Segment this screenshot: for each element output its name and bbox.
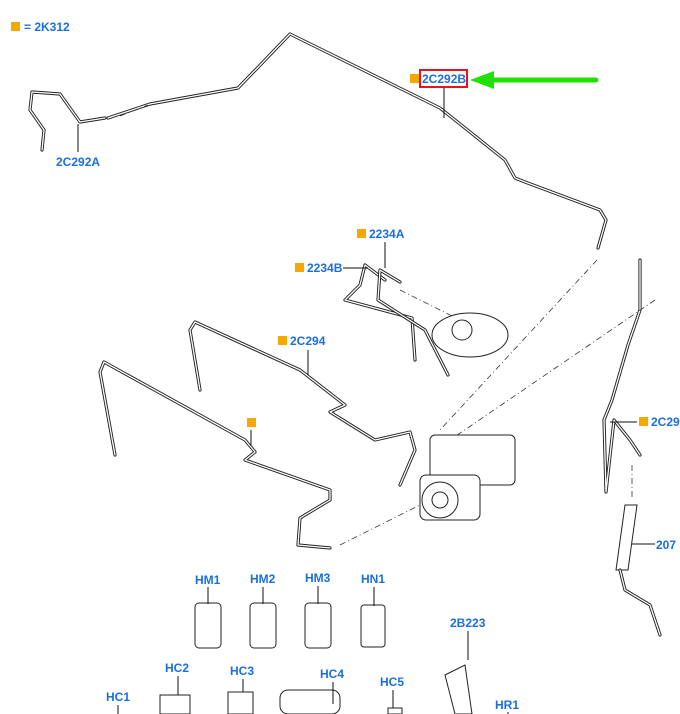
callout-label: 2C292B: [422, 72, 466, 86]
svg-text:2234A: 2234A: [369, 227, 405, 241]
callout-2C292A[interactable]: 2C292A: [56, 124, 100, 169]
green-arrow-icon: [470, 71, 599, 89]
pipe-lower[interactable]: [98, 360, 332, 550]
svg-text:HC4: HC4: [320, 667, 344, 681]
pipe-2C29[interactable]: [602, 258, 642, 494]
svg-text:2C29: 2C29: [651, 415, 680, 429]
callout-HN1[interactable]: HN1: [361, 572, 385, 606]
svg-text:HC2: HC2: [165, 661, 189, 675]
callout-2C294[interactable]: 2C294: [278, 334, 326, 375]
callout-HC5[interactable]: HC5: [380, 675, 404, 708]
callout-HC1[interactable]: HC1: [106, 690, 130, 714]
callout-HC3[interactable]: HC3: [230, 664, 254, 692]
callout-HR1[interactable]: HR1: [495, 698, 519, 714]
svg-text:HC5: HC5: [380, 675, 404, 689]
callout-2234A[interactable]: 2234A: [357, 227, 405, 268]
fittings: [159, 602, 473, 714]
callout-2B223[interactable]: 2B223: [450, 616, 486, 660]
brake-master-cylinder[interactable]: [431, 312, 509, 358]
pipe-2C292A[interactable]: [28, 90, 107, 152]
svg-text:HN1: HN1: [361, 572, 385, 586]
abs-module[interactable]: [419, 434, 516, 521]
svg-text:2234B: 2234B: [307, 261, 343, 275]
callout-unlabeled[interactable]: [247, 418, 256, 446]
callout-HM1[interactable]: HM1: [195, 573, 221, 604]
highlight-box: [419, 69, 468, 88]
callout-HC4[interactable]: HC4: [320, 667, 344, 704]
callout-207[interactable]: 207: [632, 538, 676, 552]
legend-text: = 2K312: [24, 20, 70, 34]
callout-HM2[interactable]: HM2: [250, 572, 276, 604]
legend-marker: [11, 22, 20, 31]
callout-HC2[interactable]: HC2: [165, 661, 189, 695]
svg-text:HR1: HR1: [495, 698, 519, 712]
callout-HM3[interactable]: HM3: [305, 571, 331, 604]
svg-text:2C292A: 2C292A: [56, 155, 100, 169]
svg-text:2B223: 2B223: [450, 616, 486, 630]
svg-text:2C294: 2C294: [290, 334, 326, 348]
callout-2C29[interactable]: 2C29: [610, 415, 680, 429]
brake-hose-207[interactable]: [615, 504, 662, 637]
pipe-2C294[interactable]: [188, 320, 417, 487]
svg-text:HC1: HC1: [106, 690, 130, 704]
svg-text:HM3: HM3: [305, 571, 331, 585]
svg-text:HM1: HM1: [195, 573, 221, 587]
callout-2234B[interactable]: 2234B: [295, 261, 368, 275]
pipe-2C292B[interactable]: [106, 32, 608, 250]
svg-text:HC3: HC3: [230, 664, 254, 678]
svg-text:207: 207: [656, 538, 676, 552]
svg-text:HM2: HM2: [250, 572, 276, 586]
pipe-2234[interactable]: [343, 263, 450, 377]
callout-2C292B[interactable]: 2C292B: [410, 69, 468, 118]
